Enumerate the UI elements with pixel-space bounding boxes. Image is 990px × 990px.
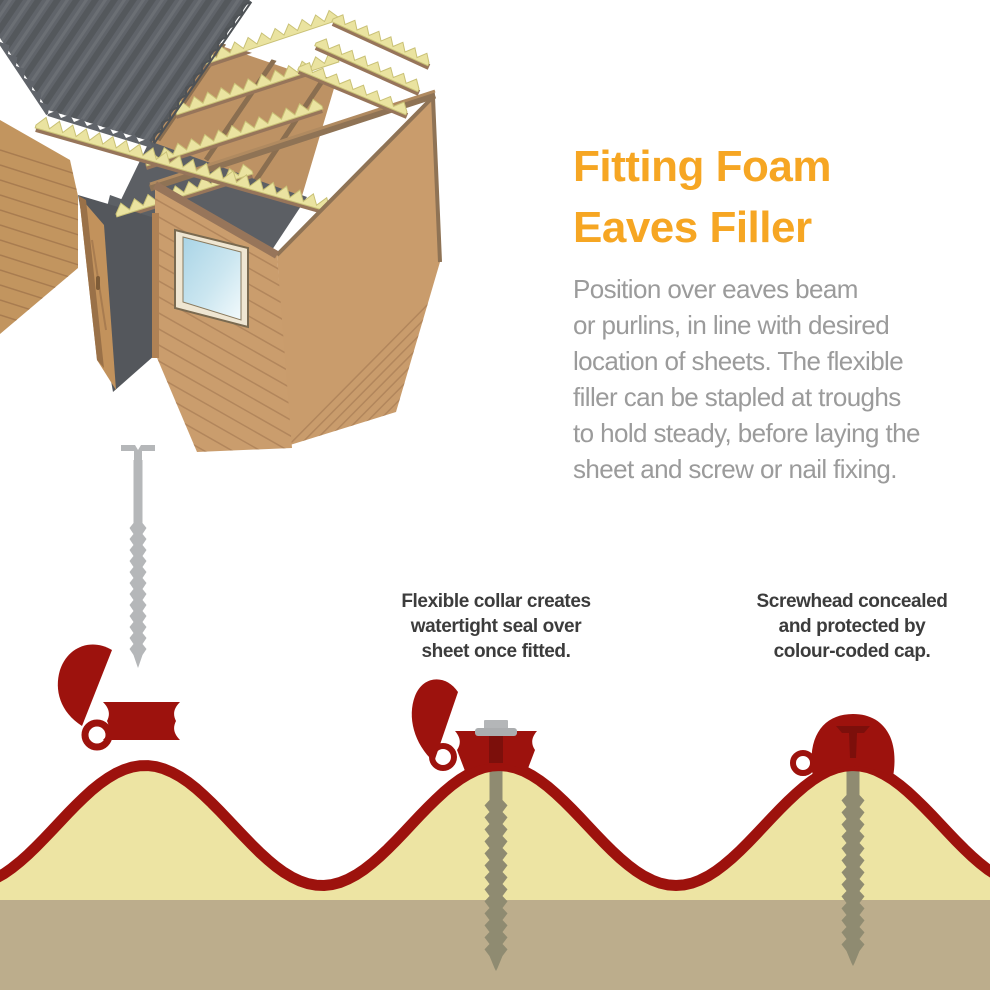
door-handle (96, 276, 100, 290)
collar-annotation: Flexible collar creates watertight seal … (401, 591, 591, 662)
eaves-filler-strip (34, 116, 331, 216)
screw-washer (475, 728, 517, 736)
stage2-collar-fitted (411, 679, 537, 771)
shed-right-wall (275, 92, 442, 445)
screw-illustration (121, 445, 155, 668)
shed-left-wall (0, 120, 78, 334)
eaves-filler-diagram (0, 644, 990, 990)
screw-shank-in-collar (489, 735, 503, 763)
description-text: Position over eaves beam or purlins, in … (573, 274, 920, 484)
cap-hinge-ring (81, 719, 113, 751)
fixed-screws (484, 762, 865, 971)
collar-base (103, 702, 180, 740)
cap-annotation: Screwhead concealed and protected by col… (756, 591, 948, 662)
stage1-cap-open (57, 644, 180, 751)
cap-hinge-ring (790, 750, 816, 776)
shed-illustration (0, 0, 442, 452)
shed-window (174, 228, 249, 329)
stage3-cap-closed (790, 714, 895, 777)
overhang-filler-strips (297, 14, 431, 119)
page-title: Fitting Foam Eaves Filler (573, 142, 831, 252)
shed-front-wall (153, 181, 292, 452)
shed-door (79, 196, 116, 390)
eave-board (153, 181, 279, 259)
sheet-profile-line (0, 759, 990, 892)
concealed-screwhead (836, 726, 870, 758)
screw-head (484, 720, 508, 730)
corner-post (152, 213, 159, 358)
cap-hinge-ring (429, 743, 457, 771)
